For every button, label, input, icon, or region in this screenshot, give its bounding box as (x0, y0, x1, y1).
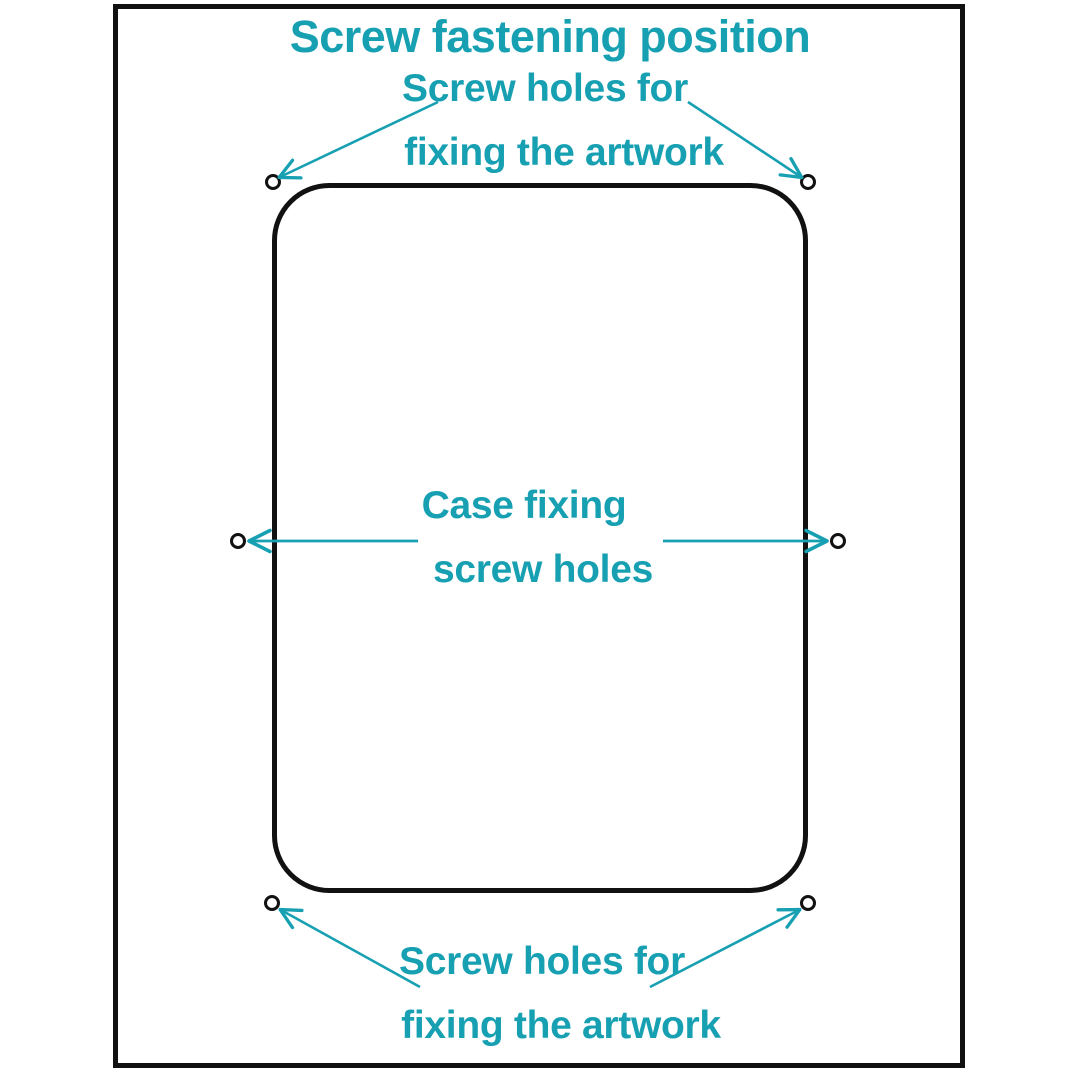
top-right-arrow-icon (687, 100, 804, 180)
bottom-left-arrow-icon (278, 907, 421, 989)
center-label-line1: Case fixing (422, 484, 627, 527)
center-label-line2: screw holes (433, 548, 653, 591)
bottom-label-line1: Screw holes for (399, 940, 685, 983)
top-left-artwork-hole-icon (265, 174, 281, 190)
top-left-arrow-icon (277, 100, 439, 180)
top-label-line2: fixing the artwork (404, 131, 724, 174)
top-label-line1: Screw holes for (402, 67, 688, 110)
page-title: Screw fastening position (290, 11, 811, 62)
bottom-label-line2: fixing the artwork (401, 1004, 721, 1047)
left-case-hole-icon (230, 533, 246, 549)
top-right-artwork-hole-icon (800, 174, 816, 190)
right-case-hole-icon (830, 533, 846, 549)
bottom-right-arrow-icon (649, 907, 802, 989)
bottom-left-artwork-hole-icon (264, 895, 280, 911)
bottom-right-artwork-hole-icon (800, 895, 816, 911)
